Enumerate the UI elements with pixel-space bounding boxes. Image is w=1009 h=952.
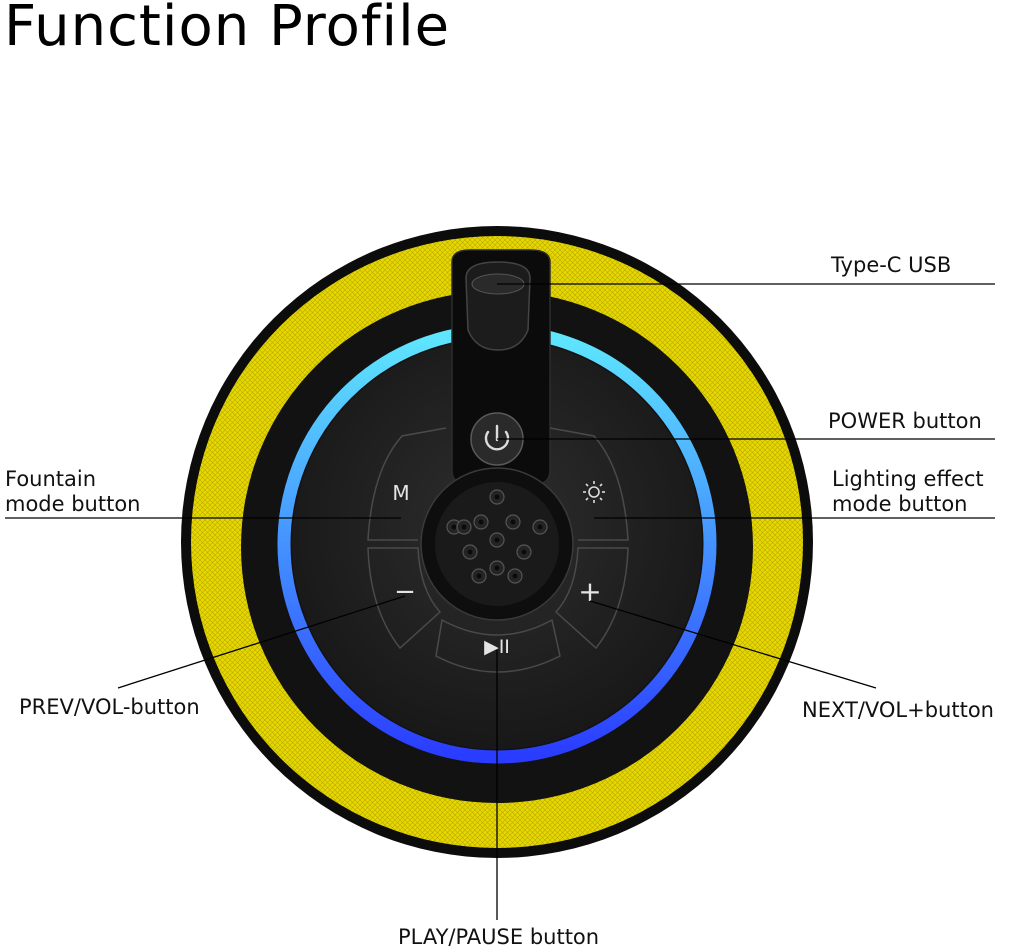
suction-cup-icon [420,467,574,621]
suction-stud-hole [476,573,482,579]
label-play-pause: PLAY/PAUSE button [398,925,600,949]
suction-stud-hole [461,524,467,530]
vol-plus-button[interactable]: + [578,575,601,608]
vol-minus-button[interactable]: − [394,577,416,607]
play-pause-button[interactable]: ▶II [484,636,510,658]
callout-lines [5,283,995,920]
suction-stud-hole [494,565,500,571]
suction-stud-hole [512,573,518,579]
label-prev-vol: PREV/VOL-button [19,695,200,719]
label-lighting-line2: mode button [832,492,968,516]
mode-button[interactable]: M [392,481,409,505]
label-next-vol: NEXT/VOL+button [802,698,994,722]
suction-stud-hole [478,519,484,525]
page-title: Function Profile [4,0,451,59]
label-lighting-line1: Lighting effect [832,467,984,491]
power-icon [484,424,510,451]
suction-stud-hole [467,549,473,555]
label-power-button: POWER button [828,409,982,433]
label-fountain-line2: mode button [5,492,141,516]
label-lighting-mode: Lighting effect mode button [832,467,984,517]
label-fountain-line1: Fountain [5,467,97,491]
suction-stud-hole [510,519,516,525]
suction-stud-hole [494,494,500,500]
suction-stud-hole [537,524,543,530]
suction-stud-hole [521,549,527,555]
label-type-c-usb: Type-C USB [831,253,952,277]
label-fountain-mode: Fountain mode button [5,467,141,517]
sun-icon[interactable] [583,481,605,503]
suction-stud-hole [451,524,457,530]
suction-stud-hole [494,537,500,543]
